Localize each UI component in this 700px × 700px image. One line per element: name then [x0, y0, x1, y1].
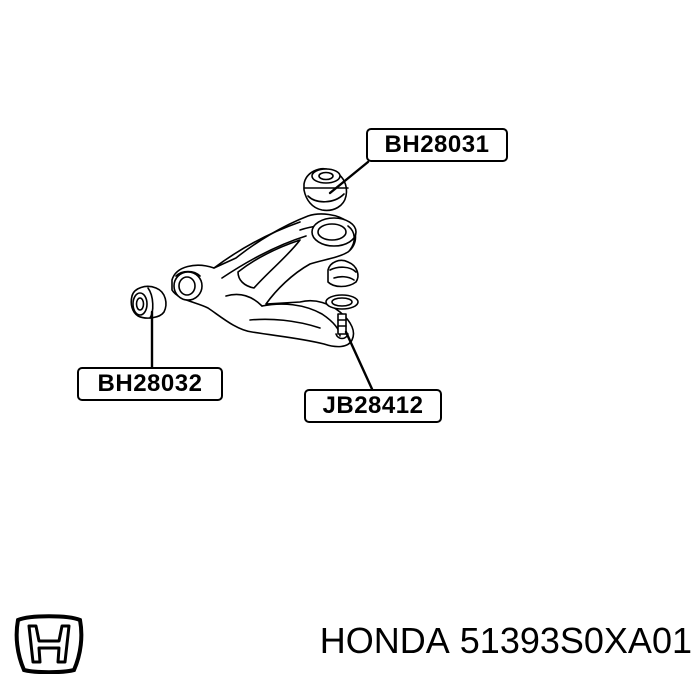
lower-control-arm — [171, 213, 357, 348]
callout-upper-bushing-label: BH28031 — [366, 128, 508, 162]
callout-ball-joint-label: JB28412 — [304, 389, 442, 423]
brand-name: HONDA — [319, 620, 450, 661]
upper-bushing-part — [303, 168, 349, 212]
ball-joint-assembly — [325, 259, 359, 340]
honda-h-logo-icon — [14, 614, 84, 674]
part-number: 51393S0XA01 — [459, 620, 692, 661]
leader-lines — [150, 160, 374, 391]
callout-rear-bushing-label: BH28032 — [77, 367, 223, 401]
leader-line-ball-joint — [344, 330, 374, 391]
rear-bushing-part — [130, 285, 167, 319]
leader-line-upper-bushing — [328, 160, 370, 195]
